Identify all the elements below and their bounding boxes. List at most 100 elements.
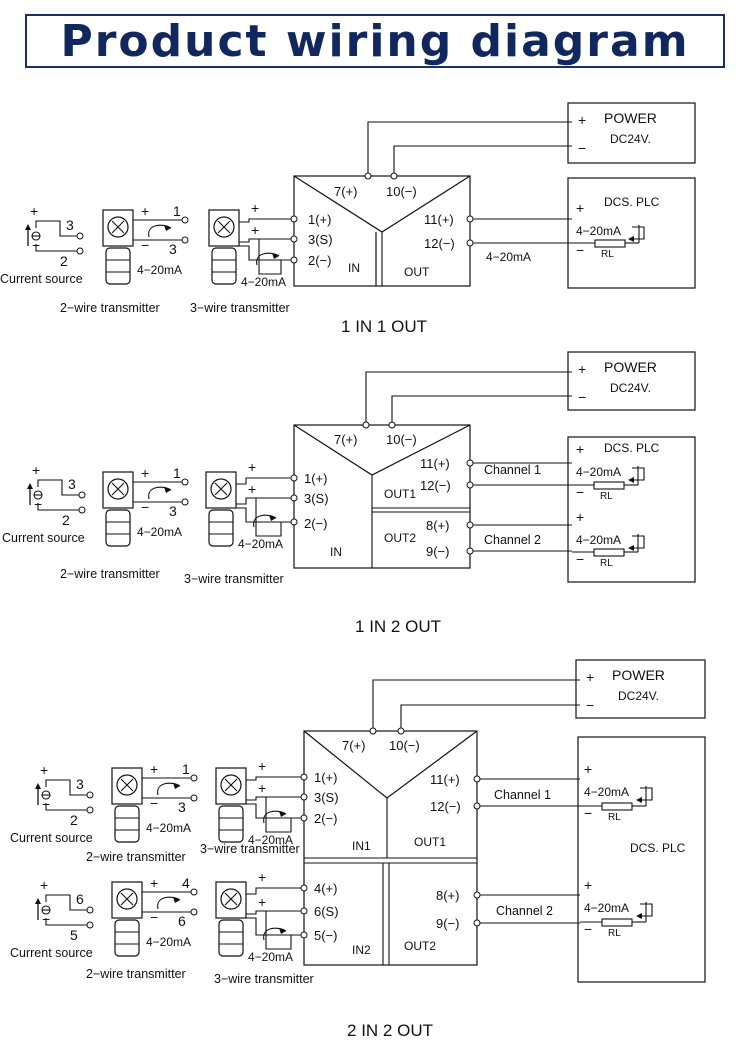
terminal-label: 3 — [169, 241, 177, 257]
resistor — [593, 548, 625, 557]
section-title-3: 2 IN 2 OUT — [347, 1021, 433, 1040]
terminal-dot — [369, 727, 377, 735]
terminal-label: 6(S) — [314, 904, 339, 919]
three-wire-transmitter-gauge-mark — [214, 482, 228, 496]
terminal-label: 12(−) — [424, 236, 455, 251]
plus-sign: + — [576, 441, 584, 457]
three-wire-lead — [236, 507, 291, 523]
loop-arrow-head — [272, 253, 279, 259]
ma-label: 4−20mA — [248, 950, 293, 964]
loop-arrow — [263, 927, 287, 941]
current-source-arrowhead — [25, 224, 31, 230]
terminal-dot — [290, 474, 298, 482]
three-wire-lead — [236, 477, 291, 485]
terminal-label: 4(+) — [314, 881, 337, 896]
three-wire-label: 3−wire transmitter — [190, 301, 290, 315]
plus-sign: + — [30, 203, 38, 219]
section-title-2: 1 IN 2 OUT — [355, 617, 441, 636]
ma-label: 4−20mA — [248, 833, 293, 847]
three-wire-lead — [246, 887, 301, 895]
plus-sign: + — [248, 481, 256, 497]
three-wire-lead — [246, 796, 301, 801]
terminal-dot — [190, 888, 198, 896]
ma-label: 4−20mA — [576, 533, 621, 547]
terminal-label: 2 — [62, 512, 70, 528]
three-wire-transmitter-body — [218, 919, 244, 957]
terminal-label: 1 — [182, 761, 190, 777]
dc24v-label: DC24V. — [618, 689, 659, 703]
terminal-label: 3 — [178, 799, 186, 815]
terminal-dot — [78, 506, 86, 514]
terminal-dot — [181, 498, 189, 506]
dcs-label: DCS. PLC — [604, 195, 660, 209]
resistor — [601, 802, 633, 811]
current-source-wire — [37, 479, 80, 496]
terminal-dot — [473, 891, 481, 899]
current-source-wire — [37, 503, 80, 511]
terminal-dot — [300, 931, 308, 939]
terminal-dot — [181, 236, 189, 244]
loop-arrow-head — [173, 783, 180, 789]
terminal-dot — [466, 215, 474, 223]
loop-arrow-head — [164, 225, 171, 231]
minus-sign: − — [576, 551, 584, 567]
terminal-dot — [290, 215, 298, 223]
power-wire — [393, 145, 572, 173]
terminal-dot — [473, 775, 481, 783]
terminal-label: 3 — [169, 503, 177, 519]
three-wire-transmitter-body — [218, 805, 244, 843]
terminal-dot — [290, 494, 298, 502]
terminal-label: 5 — [70, 927, 78, 943]
dcs-loop-arrowhead — [628, 545, 634, 551]
terminal-dot — [364, 172, 372, 180]
terminal-dot — [390, 172, 398, 180]
power-box — [567, 351, 696, 411]
terminal-dot — [300, 907, 308, 915]
current-source-arrowhead — [35, 783, 41, 789]
plus-sign: + — [150, 761, 158, 777]
terminal-label: 10(−) — [386, 184, 417, 199]
terminal-label: 3 — [68, 476, 76, 492]
power-wire — [367, 121, 572, 173]
terminal-dot — [181, 478, 189, 486]
ma-label: 4−20mA — [576, 465, 621, 479]
dcs-box — [567, 436, 696, 583]
three-wire-lead — [246, 917, 301, 936]
plus-sign: + — [32, 462, 40, 478]
plus-sign: + — [150, 875, 158, 891]
plus-sign: + — [251, 222, 259, 238]
loop-arrow-head — [173, 897, 180, 903]
terminal-label: 7(+) — [342, 738, 365, 753]
two-wire-label: 2−wire transmitter — [86, 967, 186, 981]
terminal-label: 2(−) — [314, 811, 337, 826]
three-wire-lead — [246, 910, 301, 915]
terminal-dot — [78, 491, 86, 499]
terminal-label: 9(−) — [436, 916, 459, 931]
plus-sign: + — [578, 112, 586, 128]
terminal-label: 3 — [66, 217, 74, 233]
terminal-dot — [290, 256, 298, 264]
three-wire-transmitter-gauge-mark — [224, 778, 238, 792]
channel2-label: Channel 2 — [484, 533, 541, 547]
terminal-label: 2 — [70, 812, 78, 828]
three-wire-label: 3−wire transmitter — [200, 842, 300, 856]
plus-sign: + — [40, 877, 48, 893]
loop-arrow — [148, 224, 172, 238]
ma-label: 4−20mA — [576, 224, 621, 238]
rl-label: RL — [608, 812, 621, 823]
page-title: Product wiring diagram — [60, 15, 690, 67]
loop-arrow — [157, 896, 181, 910]
three-wire-lead — [246, 776, 301, 781]
terminal-dot — [190, 908, 198, 916]
two-wire-label: 2−wire transmitter — [86, 850, 186, 864]
terminal-label: 6 — [76, 891, 84, 907]
ma-label: 4−20mA — [238, 537, 283, 551]
three-wire-transmitter-body — [211, 247, 237, 285]
current-source-wire — [45, 894, 88, 911]
loop-arrow-head — [269, 515, 276, 521]
loop-arrow — [263, 810, 287, 824]
plus-sign: + — [40, 762, 48, 778]
rl-label: RL — [601, 249, 614, 260]
terminal-label: 3(S) — [314, 790, 339, 805]
two-wire-transmitter-body — [114, 805, 140, 843]
